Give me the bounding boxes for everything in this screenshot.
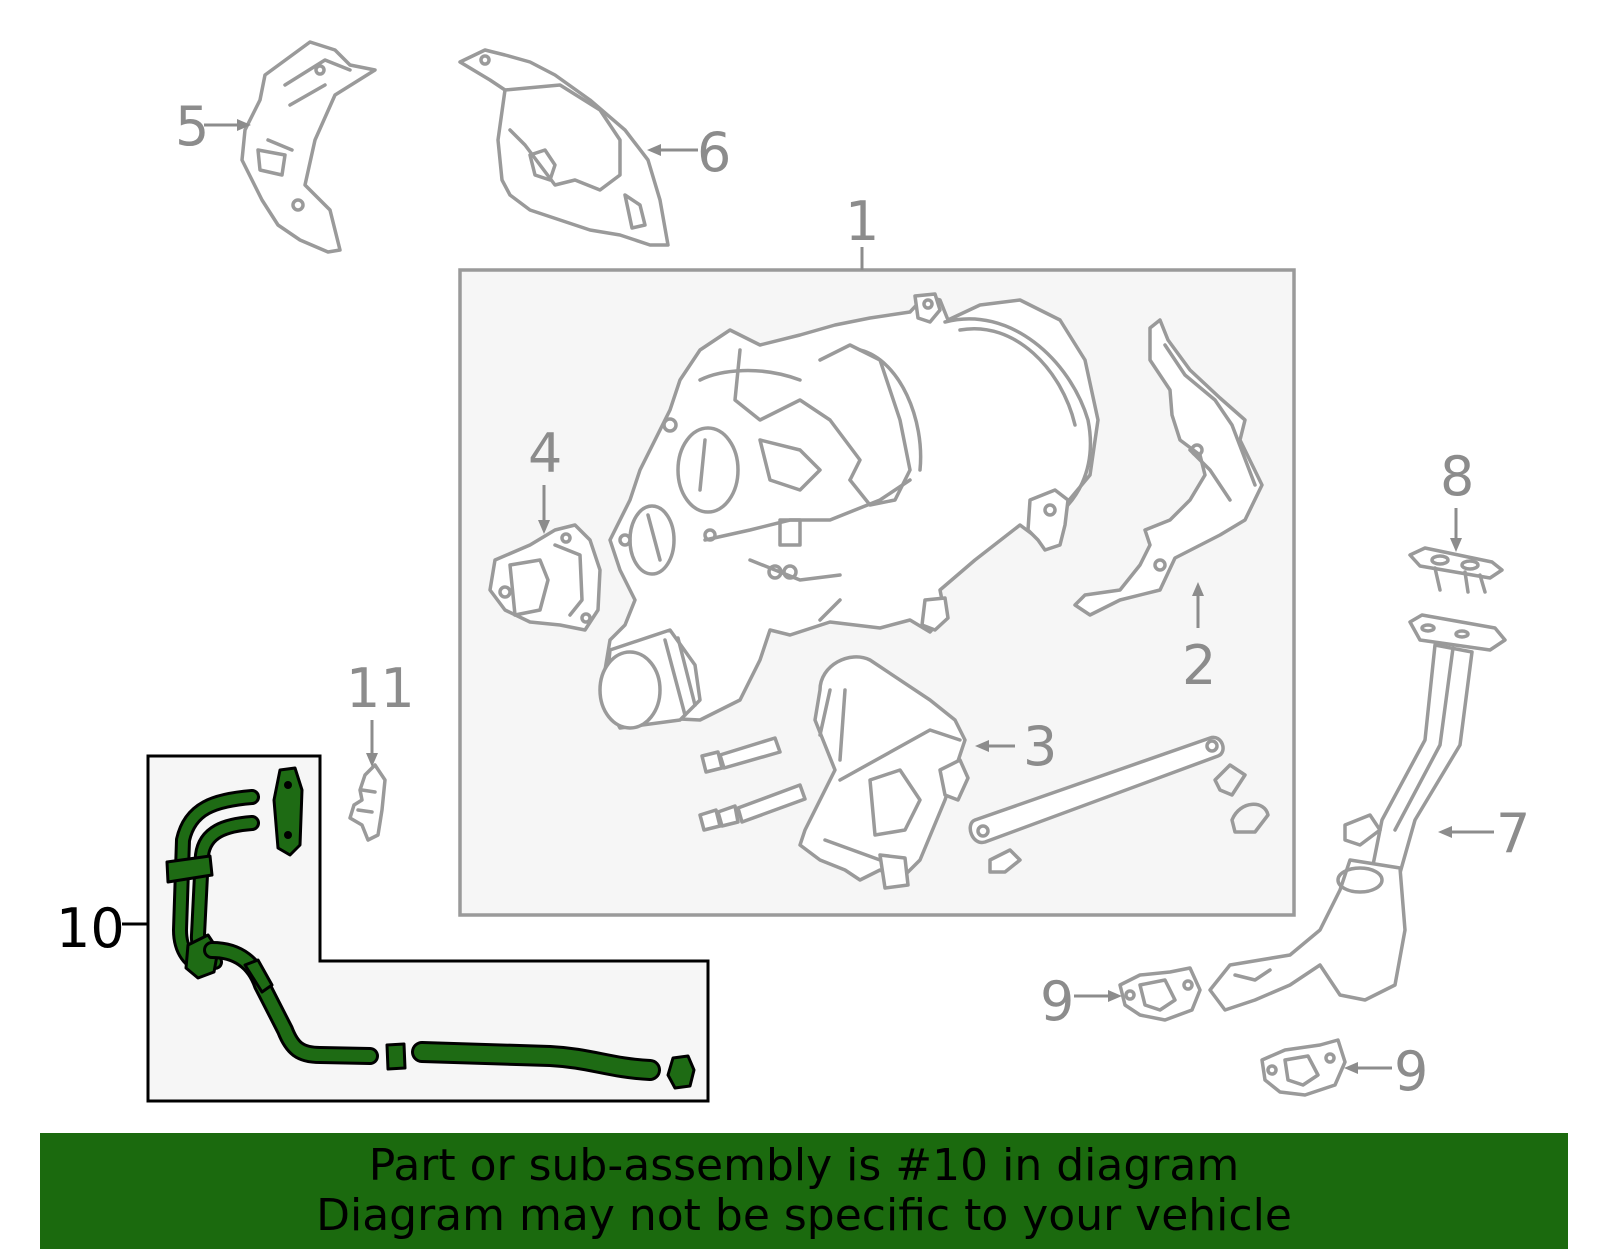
part-5-bracket	[240, 40, 377, 254]
turbocharger	[598, 292, 1100, 730]
info-banner: Part or sub-assembly is #10 in diagram D…	[40, 1133, 1568, 1249]
callout-1: 1	[845, 190, 879, 253]
banner-line-2: Diagram may not be specific to your vehi…	[316, 1190, 1292, 1241]
part-7-oil-pipe	[1208, 613, 1507, 1012]
part-9-gasket-upper	[1118, 966, 1202, 1022]
callout-5: 5	[175, 95, 209, 158]
callout-9-upper: 9	[1040, 970, 1074, 1033]
callout-6: 6	[697, 121, 731, 184]
part-6-heat-shield	[458, 48, 670, 247]
bolt-upper	[700, 736, 782, 774]
callout-10[interactable]: 10	[56, 897, 125, 960]
actuator-rod	[968, 735, 1270, 874]
callout-2: 2	[1182, 634, 1216, 697]
part-2-heat-shield	[1073, 318, 1264, 617]
part-4-actuator-flange	[488, 523, 602, 632]
callout-11: 11	[346, 657, 415, 720]
part-10-coolant-pipe-assembly[interactable]	[165, 766, 696, 1090]
callout-7: 7	[1496, 802, 1530, 865]
banner-line-1: Part or sub-assembly is #10 in diagram	[368, 1140, 1240, 1191]
callout-8: 8	[1440, 445, 1474, 508]
bolt-lower	[698, 783, 807, 832]
callout-4: 4	[528, 422, 562, 485]
callout-3: 3	[1023, 715, 1057, 778]
part-11-clip	[348, 763, 387, 842]
callout-9-lower: 9	[1394, 1040, 1428, 1103]
part-8-gasket	[1408, 546, 1504, 594]
part-9-gasket-lower	[1260, 1038, 1347, 1097]
part-3-actuator	[798, 655, 970, 890]
